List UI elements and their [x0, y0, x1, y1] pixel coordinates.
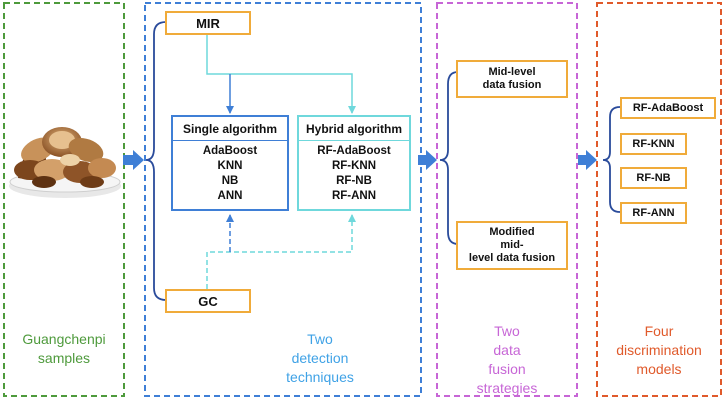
model-box: RF-NB: [620, 167, 687, 189]
fusion-caption: Two data fusion strategies: [476, 323, 538, 396]
samples-caption: Guangchenpi samples: [22, 331, 106, 366]
hybrid-item: RF-NB: [336, 175, 372, 187]
hybrid-algorithm-title: Hybrid algorithm: [305, 122, 402, 136]
braces: [145, 21, 621, 301]
hybrid-item: RF-KNN: [331, 160, 377, 172]
hybrid-item: RF-AdaBoost: [317, 145, 391, 157]
hybrid-algorithm-box: Hybrid algorithm RF-AdaBoost RF-KNN RF-N…: [297, 115, 411, 211]
model-box: RF-KNN: [620, 133, 687, 155]
model-box: RF-ANN: [620, 202, 687, 224]
gc-box: GC: [165, 289, 251, 313]
model-box: RF-AdaBoost: [620, 97, 716, 119]
panel-samples: [3, 2, 125, 397]
single-algorithm-list: AdaBoost KNN NB ANN: [173, 141, 287, 204]
flow-arrows: [123, 150, 597, 170]
hybrid-item: RF-ANN: [331, 190, 377, 202]
gc-connectors: [206, 214, 356, 289]
single-item: NB: [221, 175, 239, 187]
panel-detection: [144, 2, 422, 397]
mid-level-fusion-box: Mid-level data fusion: [456, 60, 568, 98]
single-algorithm-title: Single algorithm: [182, 122, 277, 136]
mir-connectors: [206, 33, 356, 114]
single-item: AdaBoost: [202, 145, 258, 157]
panel-fusion: [436, 2, 578, 397]
modified-fusion-box: Modified mid- level data fusion: [456, 221, 568, 270]
detection-caption: Two detection techniques: [286, 331, 354, 385]
sample-photo: [9, 127, 121, 198]
single-algorithm-box: Single algorithm AdaBoost KNN NB ANN: [171, 115, 289, 211]
panel-models: [596, 2, 722, 397]
hybrid-algorithm-list: RF-AdaBoost RF-KNN RF-NB RF-ANN: [299, 141, 409, 204]
single-item: KNN: [217, 160, 243, 172]
models-caption: Four discrimination models: [616, 323, 702, 377]
single-item: ANN: [217, 190, 243, 202]
mir-box: MIR: [165, 11, 251, 35]
